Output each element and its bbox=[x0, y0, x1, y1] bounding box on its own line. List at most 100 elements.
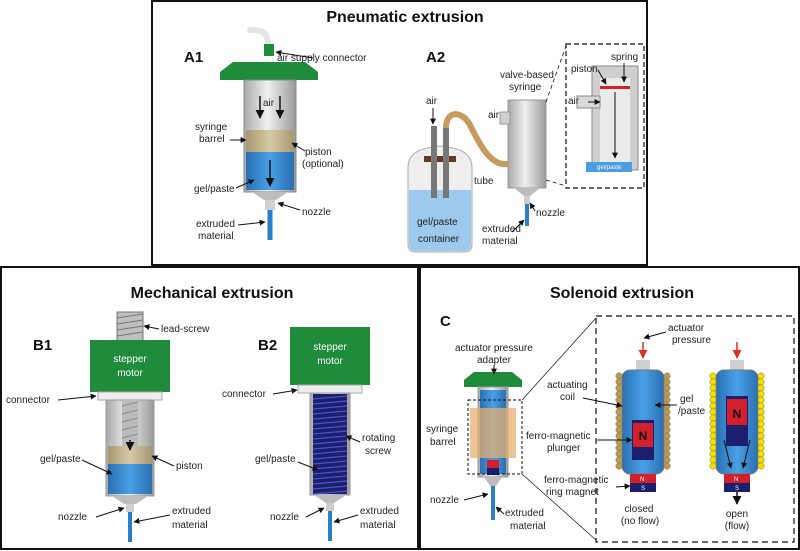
coil-winding bbox=[709, 396, 717, 404]
b1-motor-label-1: stepper bbox=[113, 354, 147, 365]
a2-extruded-label-1: extruded bbox=[482, 224, 521, 235]
valve-nozzle bbox=[524, 196, 530, 204]
coil-winding bbox=[757, 372, 765, 380]
a1-extruded-label-2: material bbox=[198, 231, 234, 242]
coil-winding bbox=[663, 450, 671, 458]
b1-screw-threads bbox=[121, 401, 139, 439]
a2-valve-syringe bbox=[499, 99, 547, 226]
b1-lead-screw-label: lead-screw bbox=[161, 324, 210, 335]
c-extruded-pointer bbox=[495, 506, 505, 515]
air-inlet-pipe bbox=[431, 126, 437, 198]
a2-air-left-label: air bbox=[426, 96, 438, 107]
coil-winding bbox=[663, 432, 671, 440]
b2-gel-pointer bbox=[297, 461, 319, 471]
b2-rotating-label-1: rotating bbox=[362, 433, 395, 444]
b1-gel-pointer bbox=[81, 459, 113, 475]
b2-extruder bbox=[290, 327, 370, 541]
a2-inset-frame bbox=[565, 43, 645, 189]
coil-winding bbox=[757, 426, 765, 434]
screw-thread bbox=[312, 395, 348, 400]
a1-nozzle-pointer bbox=[277, 201, 301, 211]
a1-syringe-label-2: barrel bbox=[199, 134, 225, 145]
coil-winding bbox=[615, 378, 623, 386]
screw-thread bbox=[312, 460, 348, 465]
coil-winding bbox=[663, 396, 671, 404]
b2-extruded-label-2: material bbox=[360, 520, 396, 531]
c-nozzle-pointer bbox=[463, 492, 489, 501]
coil-winding bbox=[757, 456, 765, 464]
screw-thread bbox=[312, 420, 348, 425]
coil-winding bbox=[709, 378, 717, 386]
mechanical-title: Mechanical extrusion bbox=[131, 285, 294, 302]
coil-winding bbox=[709, 402, 717, 410]
coil-winding bbox=[663, 408, 671, 416]
screw-thread bbox=[312, 430, 348, 435]
a1-syringe-label-1: syringe bbox=[195, 122, 228, 133]
open-plunger-n-label: N bbox=[733, 407, 742, 421]
a1-piston-label-2: (optional) bbox=[302, 159, 344, 170]
b1-lead-screw-pointer bbox=[143, 324, 160, 331]
c-syringe bbox=[464, 372, 523, 520]
c-adapter-label-2: adapter bbox=[477, 355, 512, 366]
coil-winding bbox=[615, 462, 623, 470]
b2-screw-threads bbox=[312, 395, 348, 495]
coil-winding bbox=[615, 396, 623, 404]
c-coil-label-1: actuating bbox=[547, 380, 588, 391]
inset-piston bbox=[600, 86, 630, 89]
tube bbox=[443, 111, 513, 168]
a2-nozzle-label: nozzle bbox=[536, 208, 565, 219]
open-ring-s-label: S bbox=[735, 486, 739, 492]
mechanical-frame bbox=[0, 266, 419, 550]
c-extruded-label-2: material bbox=[510, 521, 546, 532]
closed-inlet bbox=[636, 360, 650, 370]
b1-nozzle-label: nozzle bbox=[58, 512, 87, 523]
c-syringe-label-1: syringe bbox=[426, 424, 459, 435]
coil-winding bbox=[615, 426, 623, 434]
c-tip bbox=[484, 477, 502, 486]
closed-ring-n-label: N bbox=[640, 477, 644, 483]
a1-air-label: air bbox=[263, 98, 275, 109]
b2-nozzle bbox=[326, 503, 334, 511]
panel-label-b2: B2 bbox=[258, 337, 277, 354]
coil-winding bbox=[757, 408, 765, 416]
c-adapter-rim bbox=[464, 380, 522, 387]
open-coil bbox=[709, 372, 765, 470]
coil-winding bbox=[663, 444, 671, 452]
coil-winding bbox=[663, 414, 671, 422]
b1-piston-label: piston bbox=[176, 461, 203, 472]
panel-label-a1: A1 bbox=[184, 49, 203, 66]
extruded-strand bbox=[267, 210, 273, 240]
c-extruded bbox=[491, 486, 495, 520]
coil-winding bbox=[663, 438, 671, 446]
coil-winding bbox=[709, 432, 717, 440]
c-extruded-label-1: extruded bbox=[505, 508, 544, 519]
screw-thread bbox=[312, 445, 348, 450]
c-nozzle-label: nozzle bbox=[430, 495, 459, 506]
coil-winding bbox=[615, 372, 623, 380]
screw-thread bbox=[312, 475, 348, 480]
a2-nozzle-pointer bbox=[529, 202, 536, 212]
coil-winding bbox=[709, 408, 717, 416]
c-open-label-2: (flow) bbox=[725, 521, 749, 532]
a1-nozzle-label: nozzle bbox=[302, 207, 331, 218]
c-valve-closed bbox=[615, 360, 671, 492]
coil-winding bbox=[663, 390, 671, 398]
a2-extruded-label-2: material bbox=[482, 236, 518, 247]
solenoid-title: Solenoid extrusion bbox=[550, 285, 694, 302]
coil-winding bbox=[757, 384, 765, 392]
coil-winding bbox=[615, 444, 623, 452]
a2-inset-spring-label: spring bbox=[611, 52, 638, 63]
a1-extruded-label-1: extruded bbox=[196, 219, 235, 230]
a1-piston-pointer bbox=[291, 142, 306, 152]
screw-thread bbox=[312, 490, 348, 495]
a2-inset-piston-pointer bbox=[597, 69, 607, 85]
stepper-motor bbox=[90, 340, 170, 392]
b1-piston-pointer bbox=[151, 455, 175, 467]
b1-nozzle-pointer bbox=[95, 506, 125, 518]
a2-tube-label: tube bbox=[474, 176, 494, 187]
screw-thread bbox=[312, 470, 348, 475]
closed-plunger-n bbox=[633, 423, 653, 447]
b1-extruded bbox=[128, 512, 132, 542]
screw-thread bbox=[312, 480, 348, 485]
open-flow-arrow-left bbox=[723, 439, 733, 469]
